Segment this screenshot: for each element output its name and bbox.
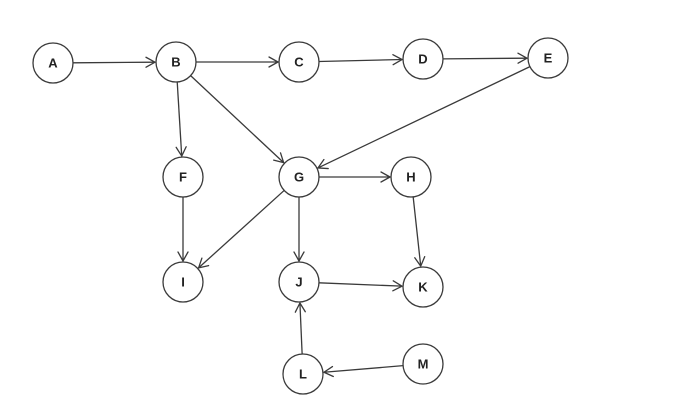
- arrow-head-icon: [380, 171, 391, 183]
- edge-line: [318, 282, 403, 287]
- edge-a-to-b: [72, 56, 156, 68]
- arrow-head-icon: [323, 365, 334, 378]
- edge-line: [198, 189, 285, 269]
- node-a: A: [32, 42, 74, 84]
- node-label: E: [544, 51, 553, 66]
- arrow-head-icon: [273, 152, 285, 164]
- edge-line: [190, 75, 285, 164]
- edge-j-to-k: [318, 280, 403, 292]
- node-l: L: [282, 353, 324, 395]
- edge-line: [299, 302, 303, 355]
- edge-line: [442, 57, 528, 60]
- node-j: J: [278, 261, 320, 303]
- nodes-layer: A B C D E F G H I J K L M: [32, 37, 569, 395]
- node-k: K: [402, 266, 444, 308]
- node-label: J: [295, 275, 302, 290]
- node-c: C: [278, 41, 320, 83]
- node-g: G: [278, 156, 320, 198]
- edge-g-to-h: [319, 171, 391, 183]
- edge-l-to-j: [294, 302, 306, 355]
- edge-h-to-k: [412, 196, 426, 267]
- node-e: E: [527, 37, 569, 79]
- node-m: M: [402, 343, 444, 385]
- arrow-head-icon: [268, 56, 279, 68]
- arrow-head-icon: [414, 255, 426, 267]
- edge-b-to-g: [190, 75, 285, 164]
- edge-line: [412, 196, 422, 267]
- node-d: D: [402, 38, 444, 80]
- edges-layer: [72, 52, 531, 378]
- arrow-head-icon: [392, 280, 403, 292]
- node-h: H: [390, 156, 432, 198]
- node-label: F: [179, 170, 187, 185]
- arrow-head-icon: [294, 302, 306, 313]
- edge-b-to-c: [196, 56, 279, 68]
- node-label: D: [418, 52, 427, 67]
- edge-line: [72, 61, 156, 64]
- node-i: I: [162, 261, 204, 303]
- arrow-head-icon: [175, 146, 187, 157]
- arrow-head-icon: [197, 257, 210, 269]
- node-label: B: [171, 55, 180, 70]
- node-circle: [155, 41, 197, 83]
- edge-line: [318, 58, 403, 63]
- arrow-head-icon: [177, 251, 189, 262]
- node-label: G: [294, 170, 304, 185]
- edge-d-to-e: [442, 52, 528, 64]
- node-circle: [402, 343, 444, 385]
- edge-b-to-f: [175, 81, 187, 157]
- arrow-head-icon: [293, 251, 305, 262]
- node-circle: [162, 156, 204, 198]
- edge-g-to-i: [197, 189, 285, 269]
- node-label: L: [299, 367, 307, 382]
- node-label: H: [406, 170, 415, 185]
- node-circle: [278, 156, 320, 198]
- edge-g-to-j: [293, 197, 305, 262]
- node-circle: [402, 266, 444, 308]
- node-label: I: [181, 275, 185, 290]
- node-label: A: [48, 56, 58, 71]
- node-circle: [278, 261, 320, 303]
- node-label: C: [294, 55, 304, 70]
- edge-f-to-i: [177, 197, 189, 262]
- node-circle: [278, 41, 320, 83]
- edge-line: [176, 81, 183, 157]
- arrow-head-icon: [392, 54, 403, 66]
- edge-m-to-l: [323, 365, 404, 378]
- node-circle: [32, 42, 74, 84]
- arrow-head-icon: [517, 52, 528, 64]
- node-f: F: [162, 156, 204, 198]
- edge-line: [323, 365, 404, 373]
- edge-c-to-d: [318, 54, 403, 66]
- node-circle: [162, 261, 204, 303]
- node-label: K: [418, 280, 428, 295]
- arrow-head-icon: [145, 56, 156, 68]
- node-circle: [527, 37, 569, 79]
- node-circle: [402, 38, 444, 80]
- edge-line: [317, 66, 531, 169]
- edge-e-to-g: [317, 66, 531, 170]
- node-label: M: [418, 357, 429, 372]
- node-b: B: [155, 41, 197, 83]
- node-circle: [390, 156, 432, 198]
- node-circle: [282, 353, 324, 395]
- arrow-head-icon: [317, 158, 329, 170]
